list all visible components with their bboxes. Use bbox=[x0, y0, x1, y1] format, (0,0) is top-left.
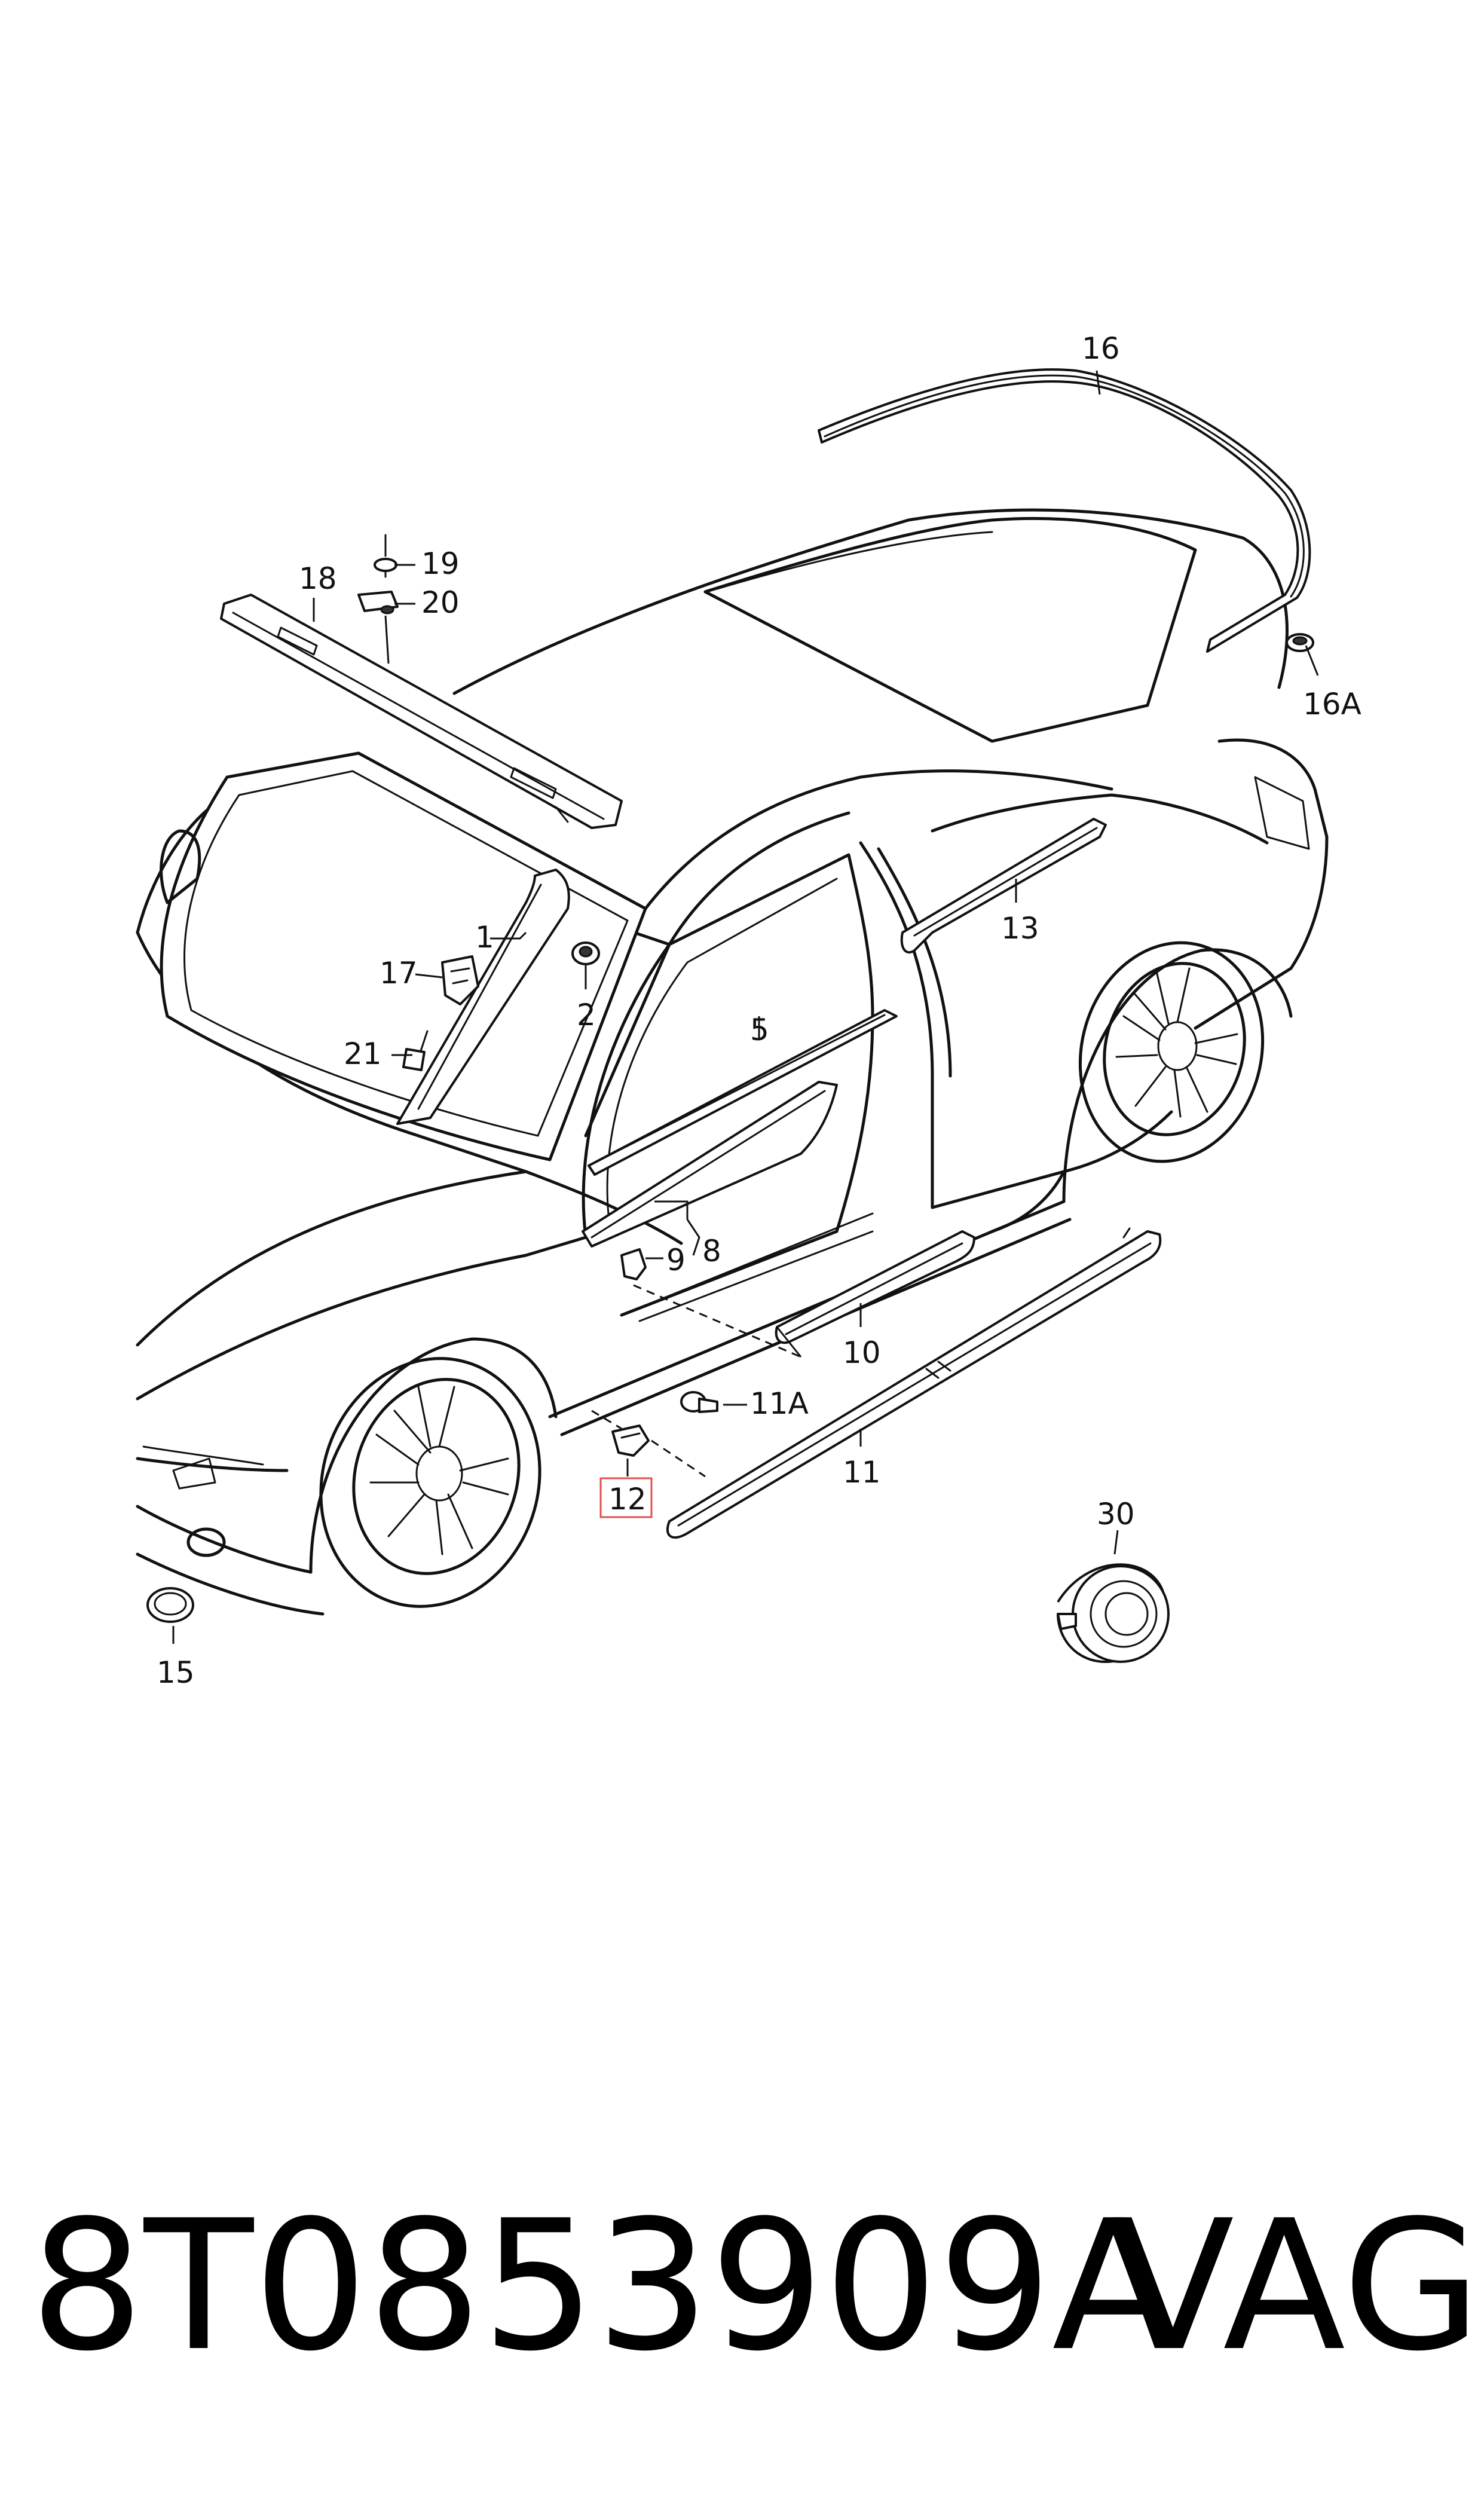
part-13-rear-trim bbox=[900, 818, 1107, 954]
part-16-trim bbox=[818, 368, 1311, 653]
callout-2: 2 bbox=[577, 998, 596, 1032]
part-19-rivet bbox=[374, 534, 397, 578]
callout-18: 18 bbox=[299, 561, 337, 596]
callout-1: 1 bbox=[475, 920, 494, 955]
part-15-cap bbox=[146, 1587, 194, 1623]
part-8-sill-trim bbox=[582, 1081, 838, 1248]
highlight-box-12 bbox=[599, 1477, 653, 1518]
part-10-sill-panel bbox=[775, 1230, 975, 1344]
callout-5: 5 bbox=[750, 1013, 769, 1047]
callout-labels: 16 16A 18 19 20 1 2 17 21 5 8 9 13 10 11… bbox=[157, 331, 1361, 1690]
callout-13: 13 bbox=[1001, 911, 1039, 946]
callout-8: 8 bbox=[702, 1234, 721, 1268]
callout-16a: 16A bbox=[1303, 687, 1361, 722]
part-number-footer: 8T0853909A VAG bbox=[30, 2182, 1481, 2390]
callout-10: 10 bbox=[843, 1335, 881, 1370]
callout-16: 16 bbox=[1082, 331, 1120, 366]
part-18-roof-strip bbox=[220, 594, 623, 829]
callout-12: 12 bbox=[608, 1482, 647, 1517]
part-30-tape-roll bbox=[1057, 1563, 1170, 1663]
part-5-door-seal bbox=[588, 1009, 898, 1176]
part-11-side-skirt bbox=[666, 1227, 1162, 1539]
callout-30: 30 bbox=[1097, 1497, 1135, 1531]
leader-lines bbox=[172, 370, 1319, 1644]
part-9-clip bbox=[620, 1248, 647, 1280]
callout-15: 15 bbox=[157, 1655, 195, 1690]
part-17-bracket bbox=[441, 955, 479, 1005]
callout-11a: 11A bbox=[750, 1386, 809, 1421]
part-16a-grommet bbox=[1286, 633, 1314, 652]
callout-9: 9 bbox=[666, 1243, 686, 1277]
car-outline bbox=[136, 508, 1329, 1616]
part-12-clip bbox=[611, 1424, 650, 1457]
callout-17: 17 bbox=[380, 956, 418, 990]
brand-label: VAG bbox=[1112, 2182, 1482, 2390]
callout-21: 21 bbox=[344, 1037, 382, 1071]
callout-11: 11 bbox=[843, 1455, 881, 1490]
part-2-grommet bbox=[571, 941, 600, 965]
callout-20: 20 bbox=[421, 585, 460, 620]
part-11a-clip bbox=[680, 1391, 718, 1413]
callout-19: 19 bbox=[421, 546, 460, 581]
part-20-clip bbox=[357, 591, 399, 615]
part-number: 8T0853909A bbox=[30, 2182, 1175, 2390]
